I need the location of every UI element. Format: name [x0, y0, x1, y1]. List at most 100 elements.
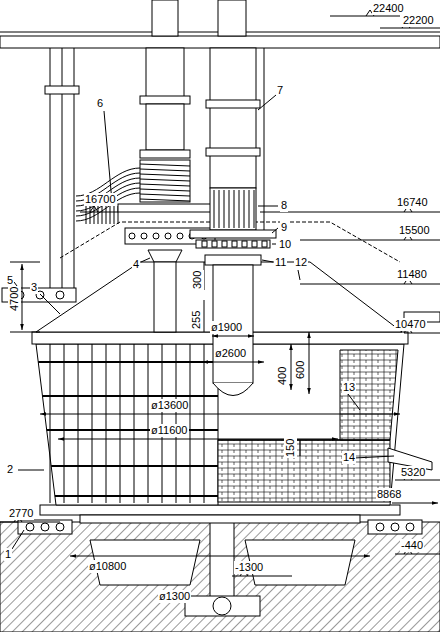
dimension-label: 2770 — [8, 507, 34, 520]
elevation-marks — [300, 284, 440, 285]
leader-lines — [348, 394, 360, 410]
dimension-lines — [291, 344, 292, 390]
leader-lines — [141, 258, 150, 262]
flange-bolts — [252, 241, 257, 247]
right-electrode-column — [205, 255, 261, 265]
left-electrode-column — [140, 96, 190, 104]
left-electrode-column — [80, 212, 118, 213]
callout-number: 5 — [6, 274, 14, 287]
flange-bolts — [202, 241, 207, 247]
dimension-label: 10470 — [394, 318, 427, 331]
dimension-label: 11480 — [396, 268, 428, 281]
elevation-marks — [300, 240, 440, 241]
shell-ribs — [134, 344, 135, 503]
callout-number: 13 — [342, 381, 356, 394]
furnace-shell — [218, 440, 390, 502]
dimension-label: 22400 — [372, 2, 405, 15]
foundation — [80, 515, 360, 523]
callout-number: 6 — [96, 97, 104, 110]
elevation-marks — [0, 522, 60, 523]
current-leads — [2, 48, 140, 302]
rotation-mechanism — [26, 523, 34, 531]
flexible-cables — [114, 206, 115, 224]
flange-bolts — [242, 241, 247, 247]
right-electrode-column — [210, 48, 256, 188]
dimension-lines — [10, 332, 40, 333]
dimension-lines — [309, 332, 310, 394]
flexible-cables — [76, 178, 140, 206]
dimension-label: 300 — [191, 270, 204, 290]
foundation — [40, 505, 400, 515]
elevation-marks — [0, 206, 440, 576]
right-electrode-column — [218, 0, 246, 36]
leader-lines — [18, 470, 44, 471]
rotation-mechanism — [18, 520, 422, 534]
dimension-label: 5320 — [400, 466, 426, 479]
callout-number: 7 — [276, 84, 284, 97]
dimension-label: -1300 — [234, 561, 264, 574]
clamp-bolts — [153, 233, 159, 239]
dimension-label: ø13600 — [150, 399, 189, 412]
dimension-label: ø10800 — [88, 560, 127, 573]
dimension-label: 16700 — [84, 193, 117, 206]
furnace-shell — [32, 332, 408, 505]
spring-coil — [140, 189, 190, 191]
right-electrode-column — [264, 48, 265, 230]
dimension-label: ø11600 — [150, 424, 189, 437]
leader-lines — [272, 244, 276, 245]
dimension-label: 600 — [294, 360, 307, 380]
left-electrode-column — [90, 206, 98, 212]
dimension-lines — [202, 362, 264, 363]
leader-lines — [354, 456, 394, 458]
spring-coil — [140, 179, 190, 181]
clamp-bolts — [129, 233, 135, 239]
shell-ribs — [78, 344, 79, 503]
leader-lines — [298, 270, 300, 280]
shell-ribs — [38, 344, 218, 503]
current-leads — [74, 48, 75, 290]
dimension-label: 400 — [276, 366, 289, 386]
leader-lines — [258, 95, 276, 110]
spring-coil — [140, 174, 190, 176]
clamp-bolts — [141, 233, 147, 239]
spring-coil — [140, 164, 190, 166]
building-beam — [0, 36, 440, 48]
leader-lines — [12, 95, 394, 549]
shell-ribs — [204, 344, 205, 503]
flexible-cables — [110, 206, 111, 224]
shell-ribs — [38, 361, 218, 363]
left-electrode-column — [154, 262, 176, 332]
spring-coil — [140, 169, 190, 171]
flexible-cables — [76, 168, 140, 224]
left-electrode-column — [140, 160, 190, 202]
current-leads — [62, 48, 63, 290]
elevation-marks — [232, 576, 292, 577]
dimension-lines — [204, 300, 205, 332]
leader-lines — [272, 228, 278, 233]
foundation — [0, 505, 440, 632]
elevation-marks — [404, 333, 440, 334]
flexible-cables — [94, 206, 95, 224]
spring-coil — [140, 199, 190, 201]
dimension-lines — [392, 503, 438, 504]
left-electrode-column — [140, 150, 190, 158]
rotation-mechanism — [56, 523, 64, 531]
shell-ribs — [92, 344, 93, 503]
callout-number: 4 — [132, 258, 140, 271]
flange-bolts — [222, 241, 227, 247]
left-electrode-column — [152, 0, 178, 36]
current-leads — [50, 48, 51, 290]
leader-lines — [104, 111, 112, 202]
callout-number: 3 — [30, 281, 38, 294]
shell-ribs — [120, 344, 121, 503]
right-electrode-column — [206, 100, 260, 108]
shell-ribs — [190, 344, 191, 503]
callout-number: 2 — [6, 463, 14, 476]
left-electrode-column — [146, 104, 184, 150]
current-leads — [56, 291, 64, 299]
leader-lines — [40, 294, 60, 314]
contact-shoes — [214, 190, 215, 228]
dimension-label: ø2600 — [214, 347, 247, 360]
current-leads — [45, 86, 79, 94]
